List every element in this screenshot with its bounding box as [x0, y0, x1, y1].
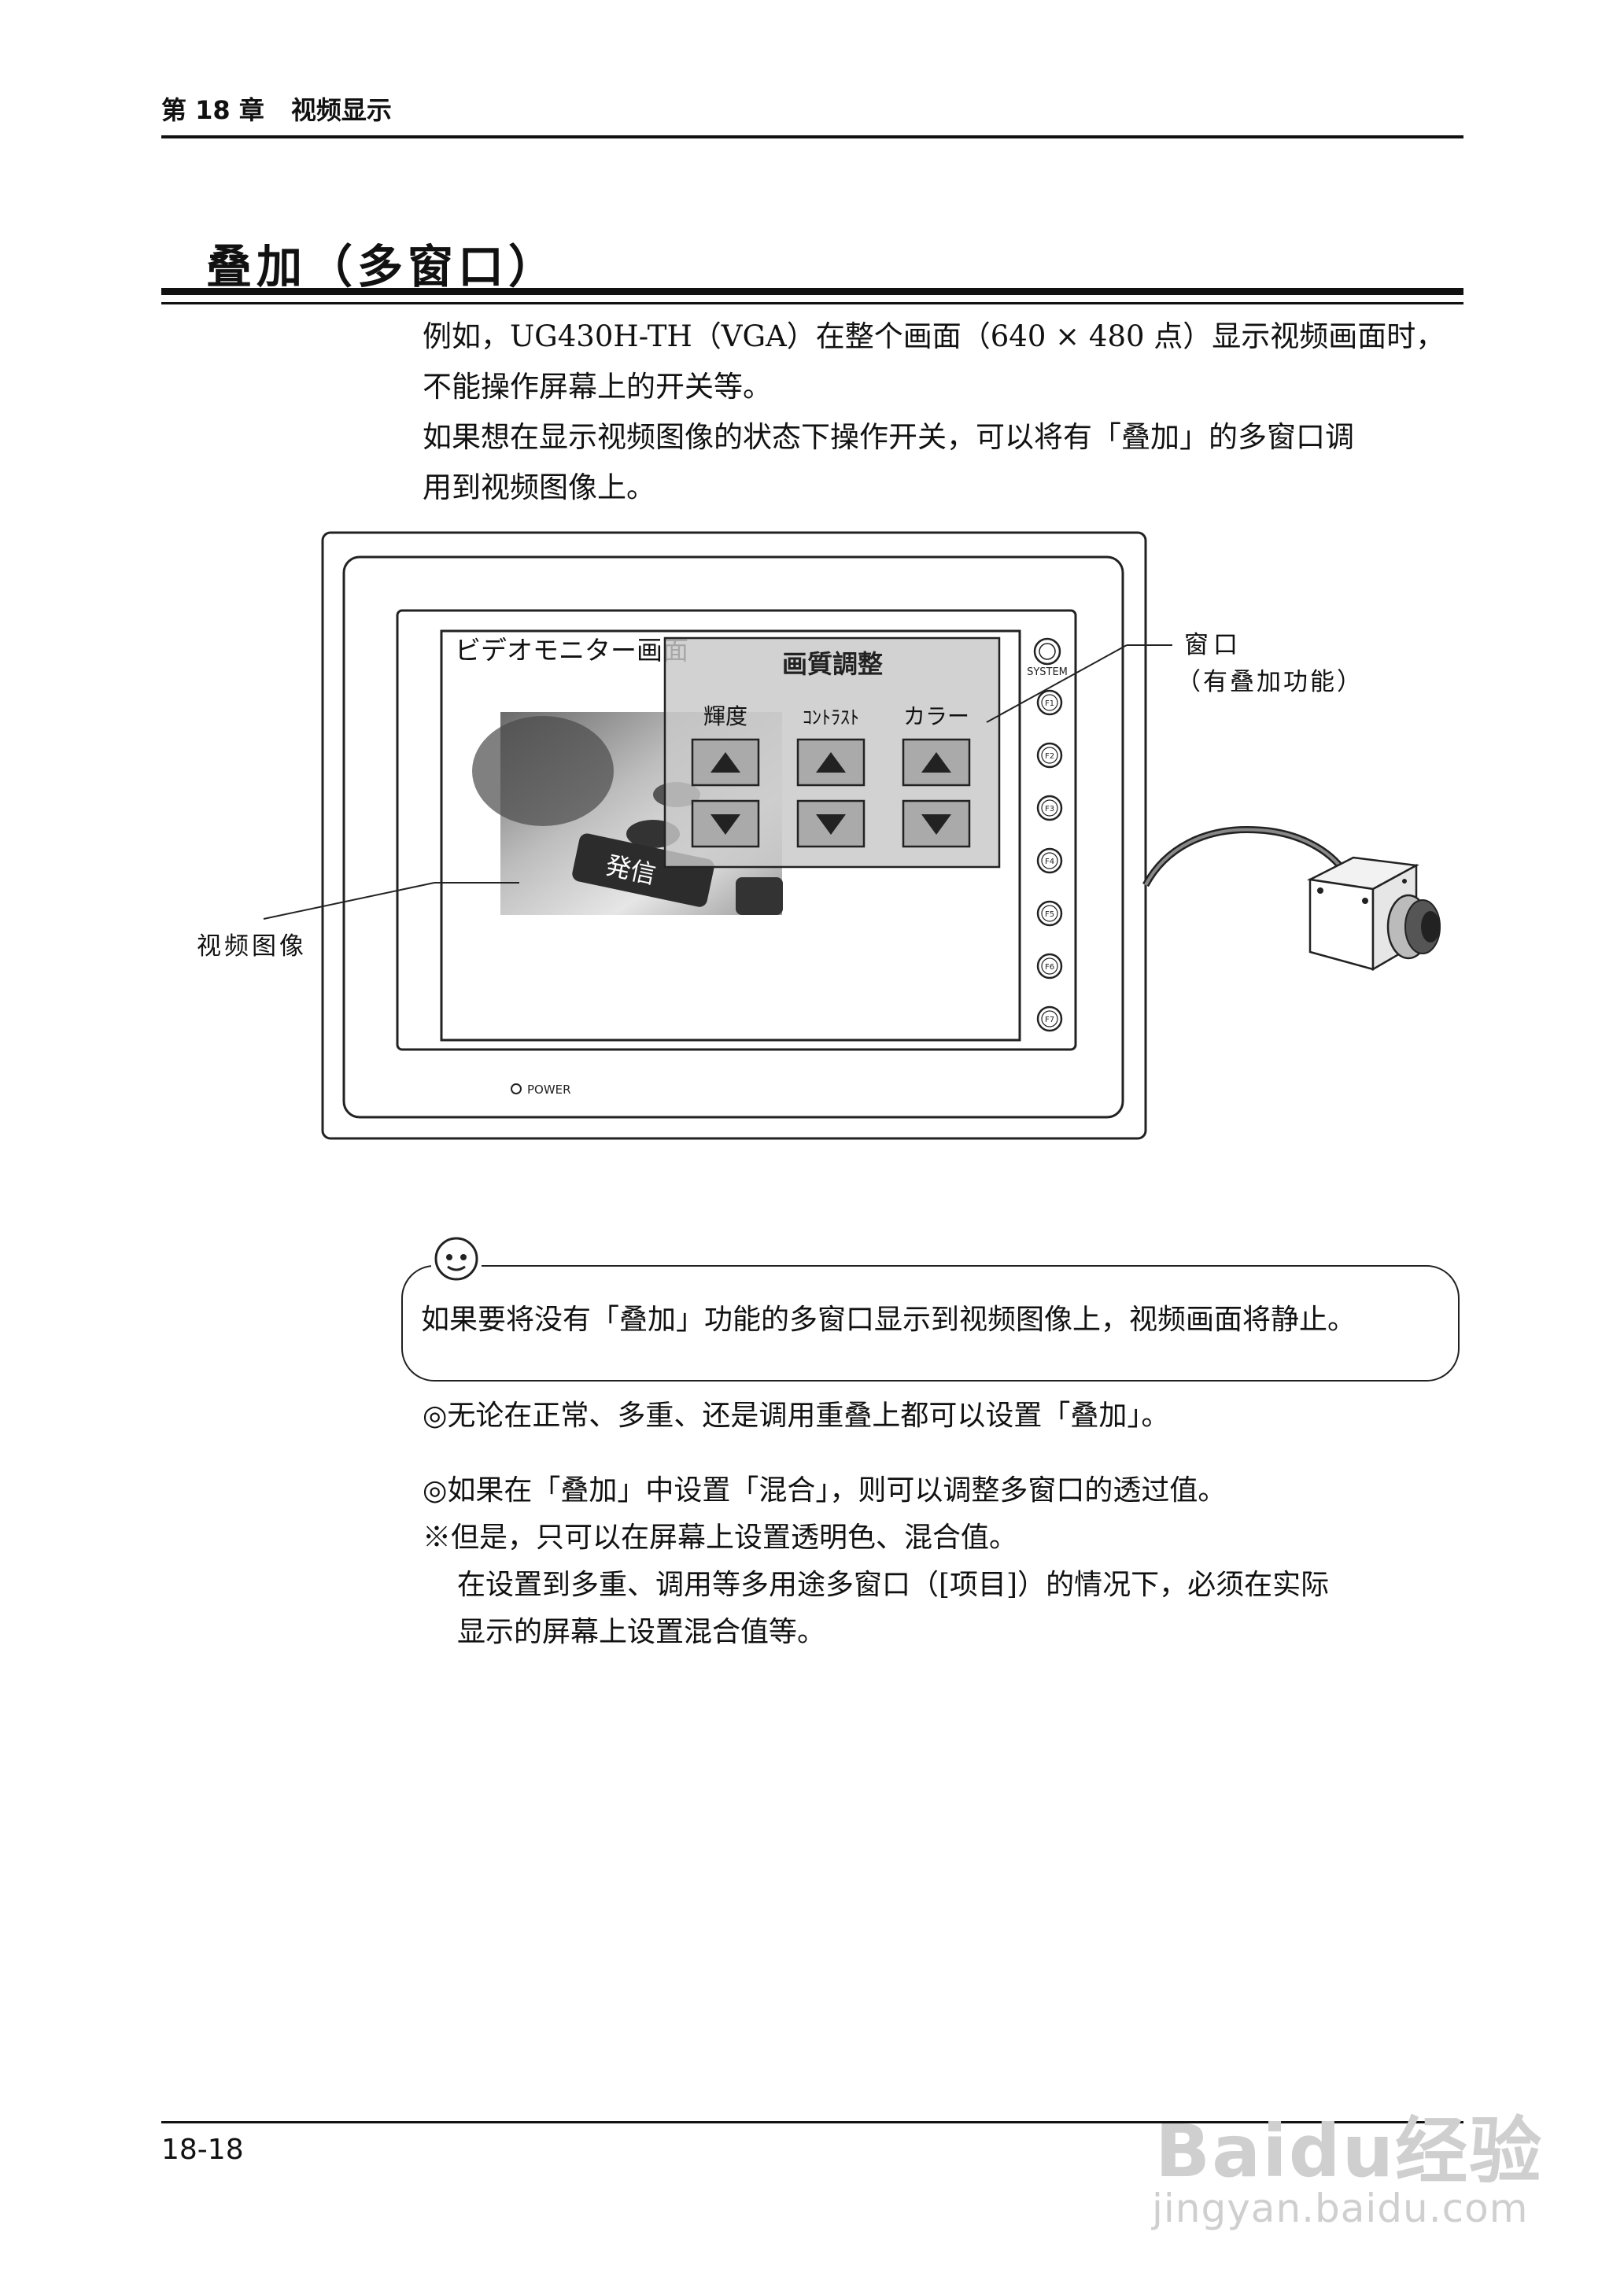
- section-title: 叠加（多窗口）: [206, 240, 559, 293]
- chapter-header: 第 18 章视频显示: [161, 90, 392, 127]
- intro-paragraph-2: 如果想在显示视频图像的状态下操作开关，可以将有「叠加」的多窗口调 用到视频图像上…: [423, 412, 1354, 513]
- page-number: 18-18: [161, 2134, 244, 2166]
- note-box: [401, 1265, 1460, 1382]
- callout-window-sub: （有叠加功能）: [1176, 668, 1364, 696]
- intro-paragraph-1: 例如，UG430H-TH（VGA）在整个画面（640 × 480 点）显示视频画…: [423, 312, 1445, 412]
- smiley-icon: [431, 1234, 482, 1284]
- function-key-label: F7: [1045, 1016, 1054, 1024]
- bullet-2: ◎如果在「叠加」中设置「混合」，则可以调整多窗口的透过值。: [423, 1474, 1227, 1507]
- callout-window: 窗口: [1184, 631, 1242, 659]
- function-key-f6[interactable]: F6: [1036, 953, 1063, 979]
- label-color: カラー: [903, 703, 969, 729]
- watermark-logo: Baidu经验: [1155, 2109, 1544, 2193]
- system-label: SYSTEM: [1027, 666, 1068, 678]
- header-rule: [161, 135, 1463, 138]
- function-key-label: F2: [1045, 752, 1054, 761]
- watermark-url: jingyan.baidu.com: [1152, 2186, 1529, 2231]
- function-key-label: F6: [1045, 963, 1054, 972]
- paragraph-line: 用到视频图像上。: [423, 470, 655, 504]
- function-key-f7[interactable]: F7: [1036, 1005, 1063, 1032]
- camera: [1306, 856, 1441, 972]
- footer-rule: [161, 2121, 1463, 2123]
- note-text: 如果要将没有「叠加」功能的多窗口显示到视频图像上，视频画面将静止。: [421, 1304, 1356, 1336]
- power-label: POWER: [527, 1083, 571, 1097]
- note-line: 在设置到多重、调用等多用途多窗口（[项目]）的情况下，必须在实际: [457, 1569, 1330, 1601]
- function-key-label: F3: [1045, 805, 1054, 813]
- color-up-button[interactable]: [902, 738, 971, 787]
- brightness-up-button[interactable]: [691, 738, 760, 787]
- color-down-button[interactable]: [902, 799, 971, 848]
- bullet-1: ◎无论在正常、多重、还是调用重叠上都可以设置「叠加」。: [423, 1400, 1170, 1432]
- function-key-f5[interactable]: F5: [1036, 900, 1063, 927]
- power-indicator: POWER: [511, 1083, 571, 1097]
- device-figure: ビデオモニター画面 発信 画質調整 輝度 ｺﾝﾄﾗｽﾄ カラー: [197, 531, 1441, 1140]
- window-title: 画質調整: [782, 649, 883, 679]
- brightness-down-button[interactable]: [691, 799, 760, 848]
- paragraph-line: 如果想在显示视频图像的状态下操作开关，可以将有「叠加」的多窗口调: [423, 420, 1354, 454]
- function-key-f4[interactable]: F4: [1036, 847, 1063, 874]
- callout-line-video: [263, 882, 435, 920]
- note-line: ※但是，只可以在屏幕上设置透明色、混合值。: [423, 1522, 1018, 1554]
- paragraph-line: 例如，UG430H-TH（VGA）在整个画面（640 × 480 点）显示视频画…: [423, 319, 1445, 353]
- chapter-title: 视频显示: [290, 95, 392, 125]
- contrast-up-button[interactable]: [796, 738, 866, 787]
- label-brightness: 輝度: [703, 703, 747, 729]
- contrast-down-button[interactable]: [796, 799, 866, 848]
- bullet-group: ◎如果在「叠加」中设置「混合」，则可以调整多窗口的透过值。 ※但是，只可以在屏幕…: [423, 1467, 1329, 1656]
- function-key-label: F4: [1045, 858, 1054, 866]
- note-line: 显示的屏幕上设置混合值等。: [457, 1616, 826, 1648]
- screen-title: ビデオモニター画面: [455, 635, 688, 666]
- function-key-label: F5: [1045, 910, 1054, 919]
- system-button[interactable]: SYSTEM: [1027, 637, 1068, 678]
- paragraph-line: 不能操作屏幕上的开关等。: [423, 370, 772, 404]
- function-key-f2[interactable]: F2: [1036, 742, 1063, 769]
- function-key-f3[interactable]: F3: [1036, 795, 1063, 821]
- callout-line-window: [986, 644, 1128, 723]
- callout-video: 视频图像: [197, 932, 307, 961]
- function-key-label: F1: [1045, 699, 1054, 708]
- overlay-window: 画質調整 輝度 ｺﾝﾄﾗｽﾄ カラー: [663, 636, 1001, 869]
- function-key-f1[interactable]: F1: [1036, 689, 1063, 716]
- section-rule-thin: [161, 302, 1463, 304]
- section-rule-thick: [161, 288, 1463, 295]
- label-contrast: ｺﾝﾄﾗｽﾄ: [803, 706, 859, 729]
- chapter-number: 第 18 章: [161, 95, 264, 125]
